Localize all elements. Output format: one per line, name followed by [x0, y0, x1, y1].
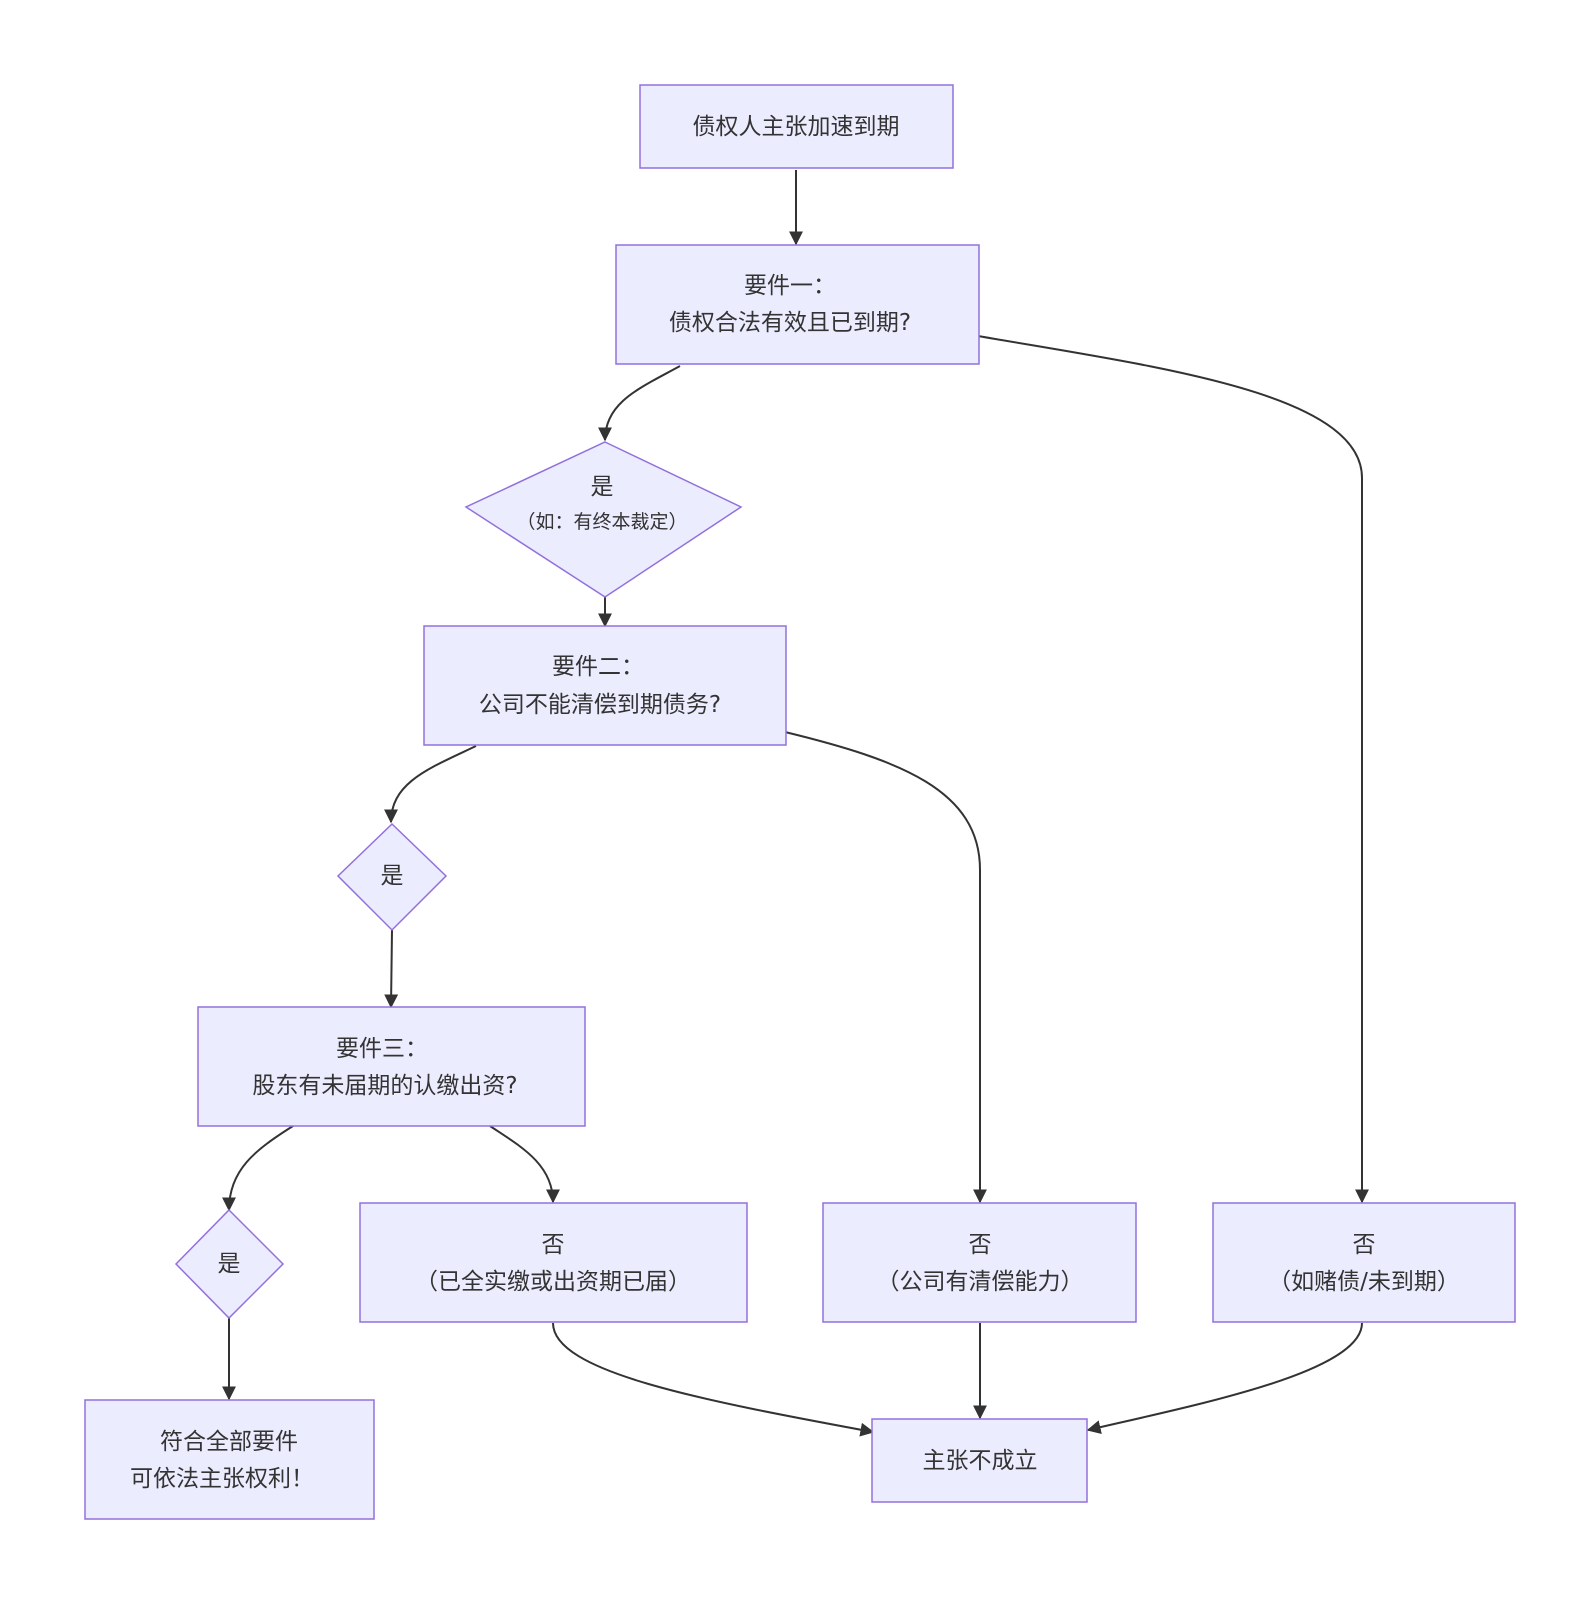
node-no-1: 否 （如赌债/未到期）: [1212, 1202, 1516, 1323]
node-fail-line-1: 主张不成立: [923, 1448, 1038, 1474]
node-success: 符合全部要件 可依法主张权利！: [84, 1399, 375, 1520]
node-requirement-2-line-2: 公司不能清偿到期债务?: [479, 692, 721, 718]
node-requirement-3-line-1: 要件三：: [336, 1036, 428, 1062]
node-yes-2-decision: 是: [336, 822, 448, 932]
node-fail: 主张不成立: [871, 1418, 1088, 1503]
node-start: 债权人主张加速到期: [639, 84, 954, 169]
edge-yes2-to-req3: [384, 929, 399, 1009]
edges: [222, 170, 1369, 1437]
node-start-line-1: 债权人主张加速到期: [693, 114, 900, 140]
edge-no3-to-fail: [552, 1322, 875, 1437]
node-requirement-2: 要件二： 公司不能清偿到期债务?: [423, 625, 787, 746]
node-yes-1-line-2: （如：有终本裁定）: [516, 511, 687, 533]
node-no-2: 否 （公司有清偿能力）: [822, 1202, 1137, 1323]
node-no-3: 否 （已全实缴或出资期已届）: [359, 1202, 748, 1323]
edge-req2-to-no2: [784, 731, 987, 1204]
node-success-line-2: 可依法主张权利！: [130, 1466, 314, 1492]
node-success-line-1: 符合全部要件: [160, 1429, 298, 1455]
node-no-1-line-1: 否: [1353, 1232, 1376, 1258]
node-no-2-line-1: 否: [969, 1232, 992, 1258]
edge-req2-to-yes2: [384, 745, 477, 824]
nodes: 债权人主张加速到期 要件一： 债权合法有效且已到期? 是 （如：有终本裁定） 要…: [84, 84, 1516, 1520]
node-requirement-3: 要件三： 股东有未届期的认缴出资?: [197, 1006, 586, 1127]
node-requirement-1: 要件一： 债权合法有效且已到期?: [615, 244, 980, 365]
node-no-3-line-2: （已全实缴或出资期已届）: [415, 1269, 691, 1295]
node-requirement-1-line-2: 债权合法有效且已到期?: [669, 310, 911, 336]
edge-req3-to-yes3: [222, 1125, 294, 1212]
node-yes-1-decision: 是 （如：有终本裁定）: [464, 441, 743, 598]
edge-no1-to-fail: [1086, 1322, 1363, 1434]
node-no-1-line-2: （如赌债/未到期）: [1268, 1269, 1460, 1295]
node-no-2-line-2: （公司有清偿能力）: [877, 1269, 1084, 1295]
node-yes-1-line-1: 是: [591, 474, 614, 500]
node-requirement-2-line-1: 要件二：: [552, 654, 644, 680]
edge-req1-to-yes1: [598, 365, 681, 442]
node-yes-2-line-1: 是: [381, 863, 404, 889]
edge-req3-to-no3: [489, 1125, 560, 1204]
node-requirement-1-line-1: 要件一：: [744, 273, 836, 299]
node-requirement-3-line-2: 股东有未届期的认缴出资?: [252, 1073, 517, 1099]
node-yes-3-line-1: 是: [218, 1251, 241, 1277]
node-yes-3-decision: 是: [174, 1208, 285, 1320]
edge-req1-to-no1: [977, 335, 1369, 1204]
node-no-3-line-1: 否: [542, 1232, 565, 1258]
